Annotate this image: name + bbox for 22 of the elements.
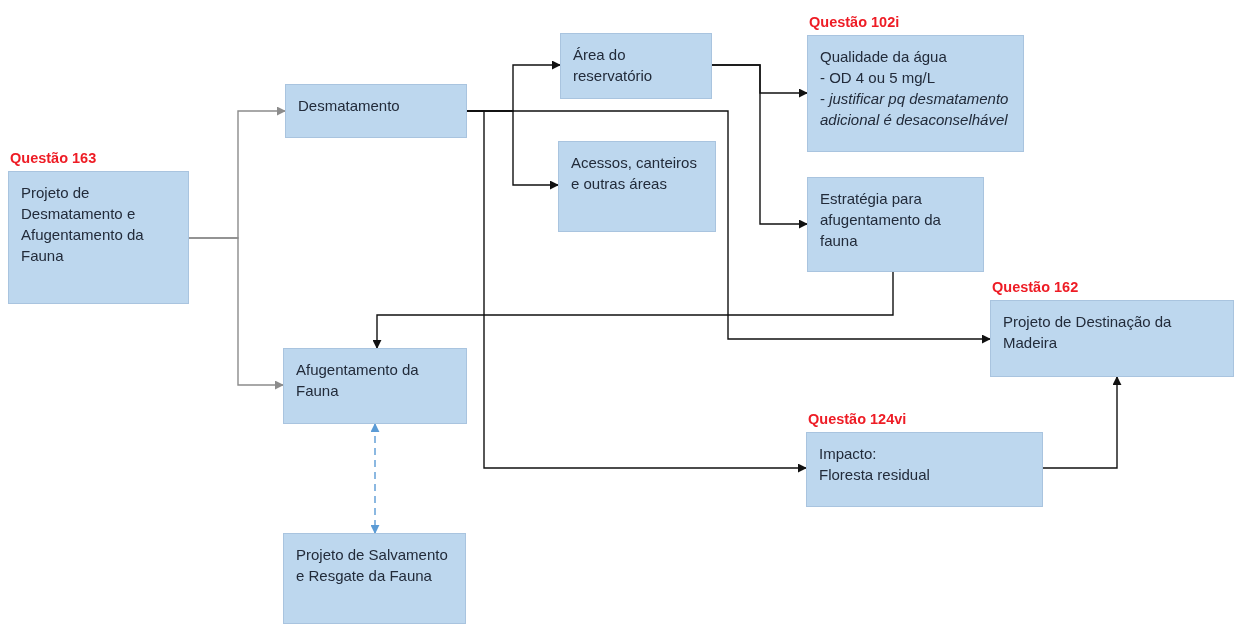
box-text: Desmatamento xyxy=(298,96,401,116)
box-text: Projeto de Desmatamento e Afugentamento da Fauna xyxy=(21,183,145,266)
box-text: Afugentamento da Fauna xyxy=(296,360,420,401)
connector-arrow xyxy=(1042,376,1122,469)
box-text: - OD 4 ou 5 mg/L xyxy=(820,68,937,88)
box-text: Impacto: xyxy=(819,444,878,464)
connector-arrow xyxy=(372,271,894,349)
question-heading: Questão 102i xyxy=(809,13,900,31)
connector-arrow xyxy=(370,423,380,534)
box-text: Estratégia para afugentamento da fauna xyxy=(820,189,942,251)
box-text: Floresta residual xyxy=(819,465,931,485)
box-text: Projeto de Salvamento e Resgate da Fauna xyxy=(296,545,449,586)
box-text: Área do reservatório xyxy=(573,45,654,86)
question-heading: Questão 124vi xyxy=(808,410,907,428)
box-text: Qualidade da água xyxy=(820,47,948,67)
question-heading: Questão 162 xyxy=(992,278,1079,296)
question-heading: Questão 163 xyxy=(10,149,97,167)
box-text: Projeto de Destinação da Madeira xyxy=(1003,312,1173,353)
box-text: Acessos, canteiros e outras áreas xyxy=(571,153,698,194)
connector-arrow xyxy=(711,64,808,229)
box-text: - justificar pq desmatamento adicional é desaconselhável xyxy=(820,89,1010,130)
connector-arrow xyxy=(188,237,284,390)
